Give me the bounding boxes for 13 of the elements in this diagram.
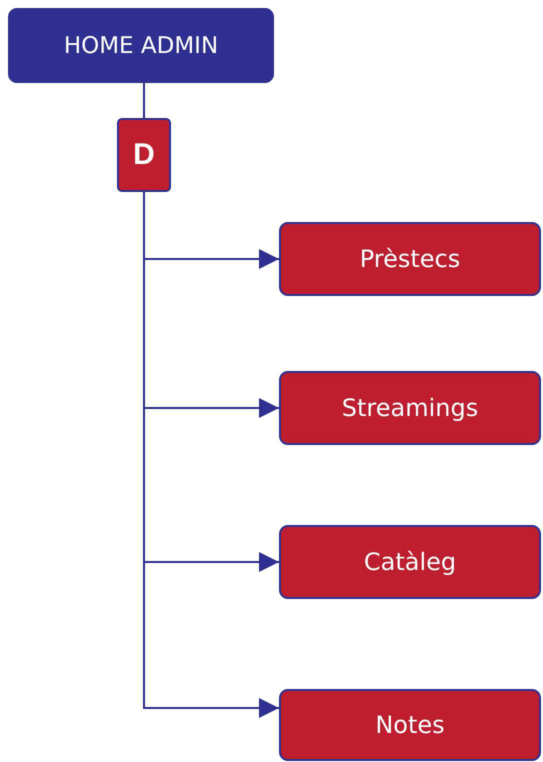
menu-box: [279, 371, 541, 445]
menu-box: [279, 525, 541, 599]
menu-box: [279, 689, 541, 761]
letter-box: [117, 118, 171, 192]
node-label: Prèstecs: [360, 245, 460, 273]
node-label: D: [133, 138, 155, 172]
connector-line: [143, 83, 145, 118]
node-label: Streamings: [342, 394, 478, 422]
menu-box: [279, 222, 541, 296]
title-box: [8, 8, 274, 83]
node-label: HOME ADMIN: [64, 32, 218, 58]
node-label: Catàleg: [364, 548, 456, 576]
node-label: Notes: [375, 711, 445, 739]
